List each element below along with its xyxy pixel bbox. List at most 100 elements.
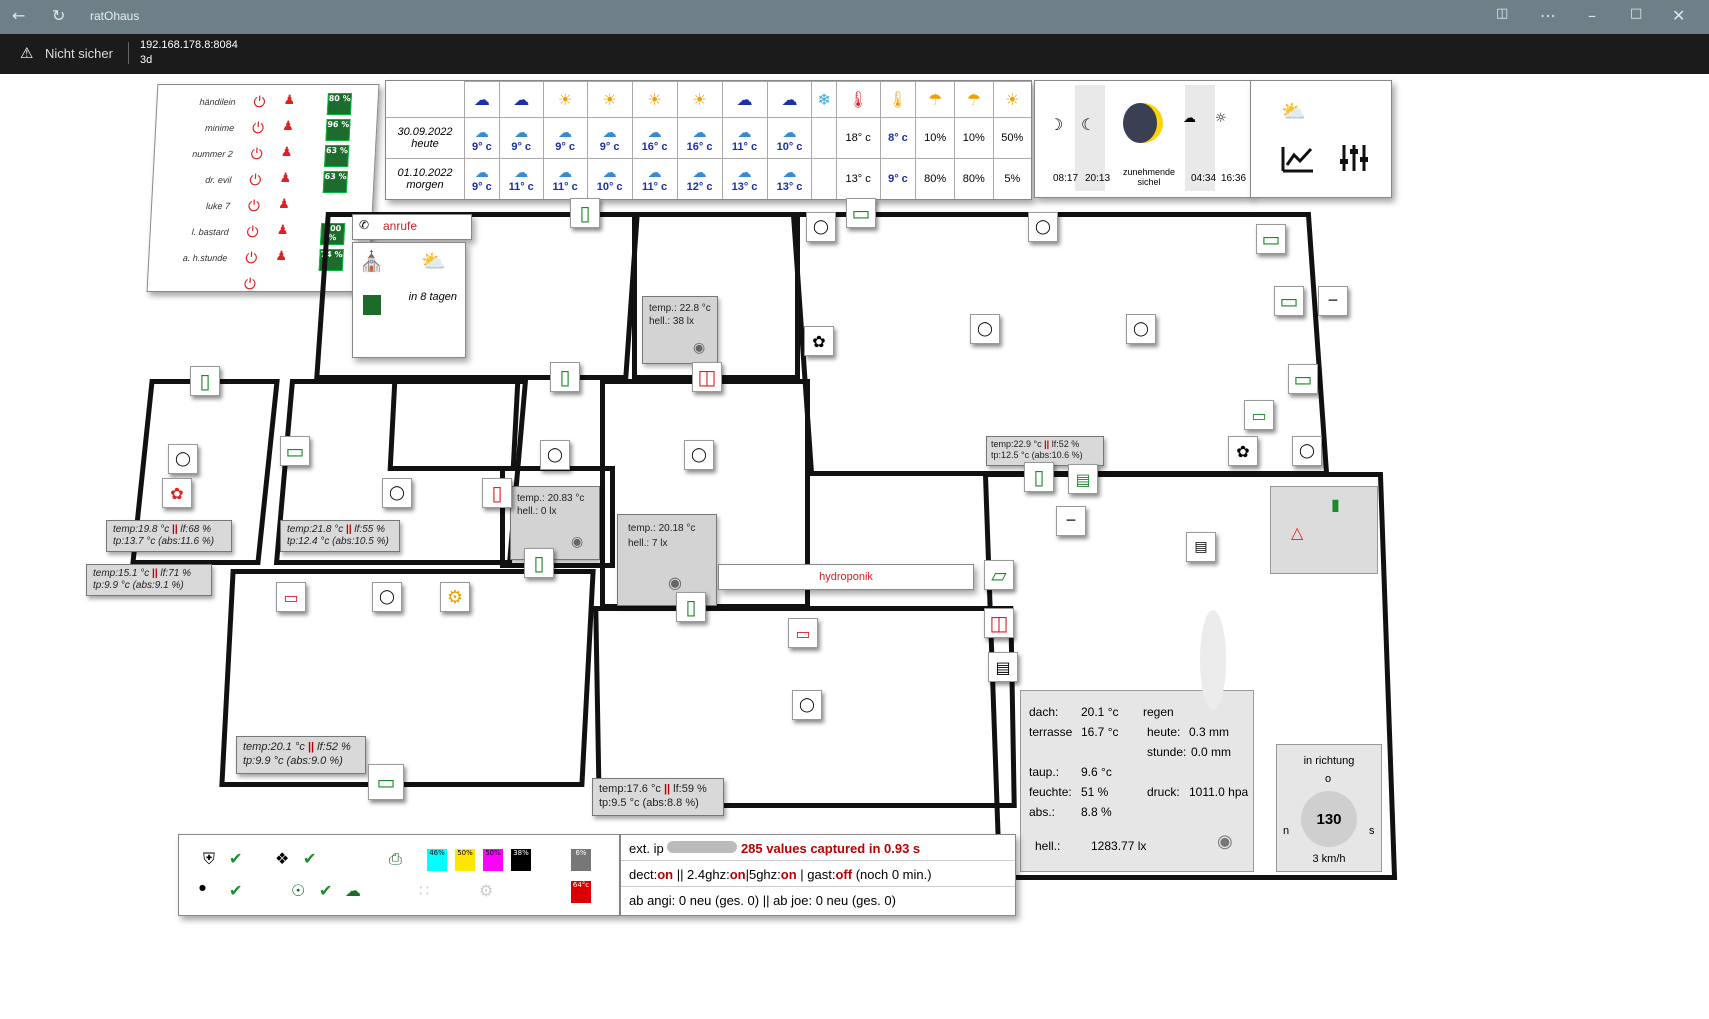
door-sensor[interactable]: ◫	[984, 608, 1014, 638]
guest-row[interactable]: nummer 2⏻♟63 %	[154, 143, 375, 167]
maximize-icon[interactable]: □	[1630, 6, 1643, 21]
pressure-value: 1011.0 hpa	[1189, 785, 1249, 799]
lamp-icon[interactable]: ◯	[1292, 436, 1322, 466]
fan-icon[interactable]: ✿	[1228, 436, 1258, 466]
minimize-icon[interactable]: –	[1588, 6, 1596, 25]
window-sensor[interactable]: ▯	[570, 198, 600, 228]
wind-title: in richtung	[1303, 755, 1355, 767]
door-sensor[interactable]: ▯	[482, 478, 512, 508]
gear-icon[interactable]: ⚙	[440, 582, 470, 612]
guest-row[interactable]: dr. evil⏻♟63 %	[153, 169, 374, 193]
security-label[interactable]: Nicht sicher	[45, 46, 113, 61]
window-sensor[interactable]: ▭	[1274, 286, 1304, 316]
forecast-weather-icon: ☁	[647, 123, 662, 140]
close-icon[interactable]: ✕	[1672, 6, 1686, 25]
weather-settings-icon[interactable]: ⛅	[1281, 99, 1306, 123]
fan-icon[interactable]: ✿	[162, 478, 192, 508]
heater-icon[interactable]: ▤	[1186, 532, 1216, 562]
lamp-icon[interactable]: ◯	[684, 440, 714, 470]
guest-row[interactable]: händilein⏻♟80 %	[157, 91, 378, 115]
forecast-temp: 16° c	[686, 140, 713, 153]
hydroponik-bar[interactable]: hydroponik	[718, 564, 974, 590]
astro-panel: ☽ ☾ ☁ ☼ 08:17 20:13 zunehmende sichel 04…	[1034, 80, 1252, 198]
blind-control[interactable]: ─	[1318, 286, 1348, 316]
lamp-icon[interactable]: ◯	[372, 582, 402, 612]
lamp-icon[interactable]: ◯	[168, 444, 198, 474]
forecast-icon: ☀	[542, 80, 588, 118]
refresh-icon[interactable]: ↻	[52, 6, 66, 25]
blind-control[interactable]: ─	[1056, 506, 1086, 536]
lamp-icon[interactable]: ◯	[970, 314, 1000, 344]
window-sensor[interactable]: ▯	[1024, 462, 1054, 492]
umbrella-icon[interactable]	[1200, 610, 1226, 710]
tv-icon[interactable]: ▭	[276, 582, 306, 612]
forecast-icon: 🌡	[835, 80, 881, 118]
router-icon[interactable]: ❖	[275, 849, 290, 868]
wind-panel: in richtung o n s 130 3 km/h	[1276, 744, 1382, 872]
roof-temp: 20.1 °c	[1081, 705, 1119, 719]
calls-header[interactable]: ✆ anrufe	[352, 214, 472, 240]
power-icon[interactable]: ⏻	[243, 275, 257, 293]
window-sensor[interactable]: ▯	[524, 548, 554, 578]
url-text[interactable]: 192.168.178.8:8084	[140, 39, 238, 51]
printer-icon[interactable]: ⎙	[389, 849, 402, 868]
lamp-icon[interactable]: ◯	[806, 212, 836, 242]
lamp-icon[interactable]: ◯	[1126, 314, 1156, 344]
address-bar[interactable]: ⚠ Nicht sicher 192.168.178.8:8084 3d	[0, 34, 1709, 74]
more-icon[interactable]: ⋯	[1540, 6, 1556, 25]
forecast-weather-icon: ☁	[737, 123, 752, 140]
guest-name: minime	[204, 123, 235, 133]
gear-icon[interactable]: ⚙	[479, 881, 494, 900]
tools-panel: ⛅	[1250, 80, 1392, 198]
tv-icon[interactable]: ▭	[1244, 400, 1274, 430]
lamp-icon[interactable]: ◯	[540, 440, 570, 470]
lamp-icon[interactable]: ◯	[382, 478, 412, 508]
forecast-temp: 11° c	[552, 181, 578, 194]
climate-info-5: temp:17.6 °c || lf:59 % tp:9.5 °c (abs:8…	[592, 778, 724, 816]
window-sensor[interactable]: ▭	[1288, 364, 1318, 394]
window-sensor[interactable]: ▯	[676, 592, 706, 622]
shield-icon[interactable]: ⛨	[203, 849, 216, 868]
dewpoint-value: 9.6 °c	[1081, 765, 1112, 779]
moon-phase-icon	[1123, 103, 1163, 143]
window-sensor[interactable]: ▭	[1256, 224, 1286, 254]
power-icon[interactable]: ⏻	[246, 223, 260, 241]
power-icon[interactable]: ⏻	[244, 249, 258, 267]
forecast-icon: ☀	[586, 80, 633, 118]
forecast-max: 18° c	[835, 117, 881, 159]
climate-info-2: temp:15.1 °c || lf:71 % tp:9.9 °c (abs:9…	[86, 564, 212, 596]
window-sensor[interactable]: ▯	[550, 362, 580, 392]
power-icon[interactable]: ⏻	[248, 171, 262, 189]
door-sensor[interactable]: ◫	[692, 362, 722, 392]
sensor-temp: temp.: 20.83 °c	[517, 493, 585, 504]
cloud-upload-icon[interactable]: ☁	[345, 881, 361, 900]
lamp-icon[interactable]: ◯	[792, 690, 822, 720]
window-sensor[interactable]: ▭	[280, 436, 310, 466]
forecast-weather-icon: ☁	[737, 164, 752, 181]
power-icon[interactable]: ⏻	[250, 145, 264, 163]
answering-machine: ab angi: 0 neu (ges. 0) || ab joe: 0 neu…	[621, 886, 1015, 908]
shutter-closed[interactable]: ▤	[988, 652, 1018, 682]
compass-s: s	[1369, 825, 1375, 837]
window-sensor[interactable]: ▭	[846, 198, 876, 228]
app-install-icon[interactable]: ◫	[1496, 6, 1509, 21]
guest-row[interactable]: minime⏻♟96 %	[155, 117, 376, 141]
tv-icon[interactable]: ▭	[788, 618, 818, 648]
chart-icon[interactable]	[1281, 145, 1315, 173]
lamp-icon[interactable]: ◯	[1028, 212, 1058, 242]
window-sensor[interactable]: ▯	[190, 366, 220, 396]
back-icon[interactable]: ←	[12, 6, 26, 25]
fan-icon[interactable]: ✿	[804, 326, 834, 356]
rain-label: regen	[1143, 705, 1174, 719]
equalizer-icon[interactable]	[1339, 143, 1369, 173]
grid-icon[interactable]: ∷	[419, 881, 430, 900]
divider	[128, 42, 129, 64]
brightness-label: hell.:	[1035, 839, 1061, 853]
window-sensor[interactable]: ▱	[984, 560, 1014, 590]
shutter-open[interactable]: ▤	[1068, 464, 1098, 494]
window-sensor[interactable]: ▭	[368, 764, 404, 800]
power-icon[interactable]: ⏻	[247, 197, 261, 215]
globe-icon[interactable]: ☉	[291, 881, 306, 900]
power-icon[interactable]: ⏻	[251, 119, 265, 137]
power-icon[interactable]: ⏻	[253, 93, 266, 111]
